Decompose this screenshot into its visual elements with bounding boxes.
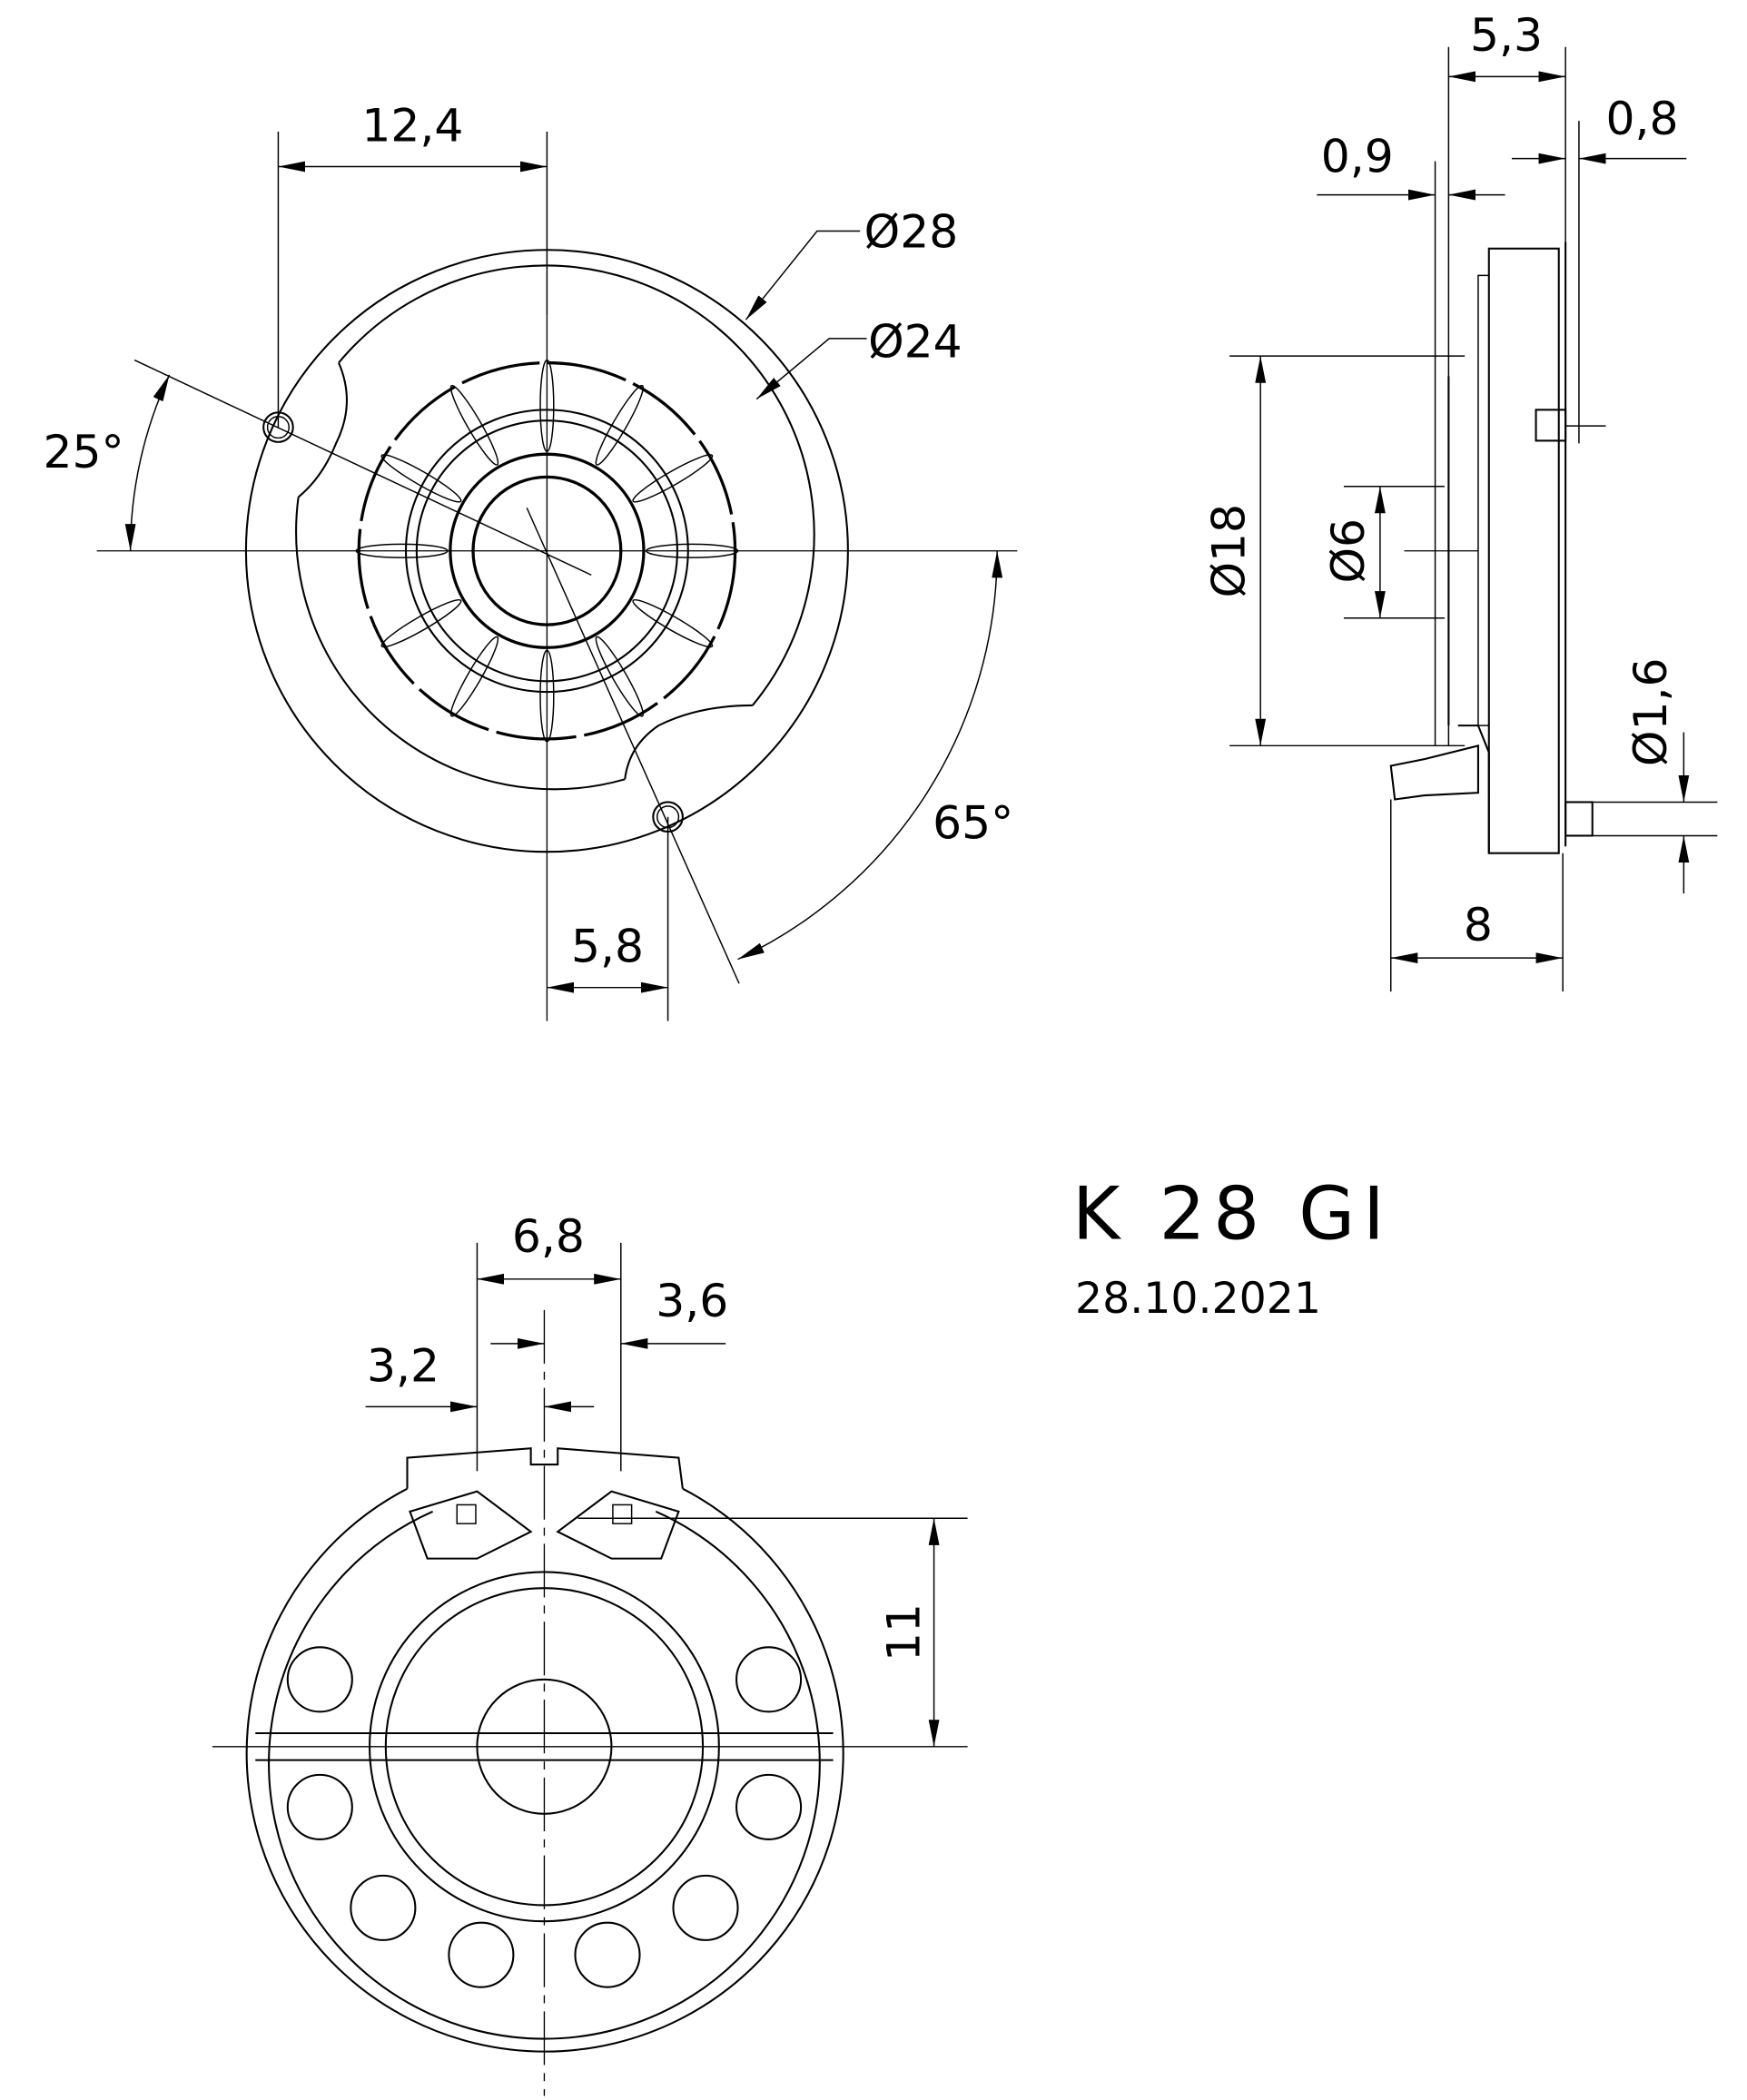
dim-dia18: Ø18	[1201, 504, 1255, 598]
dim-terminal-span: 6,8	[512, 1209, 585, 1263]
dim-height: 11	[876, 1603, 930, 1661]
cone-rib	[539, 359, 555, 452]
dim-total-depth: 8	[1464, 898, 1493, 951]
dim-hole-offset: 12,4	[361, 98, 463, 152]
magnet-pockets	[286, 1646, 803, 1988]
inner-rim-dia24	[295, 264, 815, 791]
dim-left-offset: 3,2	[367, 1338, 439, 1392]
cone-rib	[355, 543, 449, 558]
magnet-pocket	[735, 1773, 803, 1840]
magnet-pocket	[448, 1921, 515, 1988]
cone-rib	[380, 598, 462, 648]
side-view: 5,3 0,9 0,8 Ø18 Ø6 Ø1,6 8	[1201, 8, 1718, 992]
magnet-pocket	[672, 1874, 739, 1941]
dim-right-offset: 3,6	[656, 1274, 728, 1327]
part-number: K 28 GI	[1072, 1171, 1393, 1256]
dim-dia6: Ø6	[1321, 518, 1375, 584]
dim-outer-dia: Ø28	[864, 204, 959, 258]
dim-inner-dia: Ø24	[868, 315, 962, 369]
cone-rib	[632, 598, 714, 648]
dim-depth: 5,3	[1470, 8, 1543, 62]
cone-rib	[380, 454, 462, 503]
dim-hole2-offset: 5,8	[571, 920, 644, 973]
dim-back-thickness: 0,8	[1605, 92, 1678, 145]
cone-rib	[449, 384, 499, 466]
magnet-pocket	[735, 1646, 803, 1713]
dim-front-thickness: 0,9	[1321, 129, 1394, 182]
magnet-pocket	[350, 1874, 417, 1941]
cone-rib	[595, 384, 645, 466]
cone-rib	[449, 636, 499, 717]
cone-rib	[539, 649, 555, 743]
angle-lower: 65°	[933, 795, 1013, 849]
dim-pin-dia: Ø1,6	[1624, 658, 1677, 767]
front-view: 12,4 Ø28 Ø24 25° 65° 5,8	[43, 98, 1018, 1021]
rear-view: 6,8 3,6 3,2 11	[212, 1209, 968, 2096]
magnet-pocket	[574, 1921, 641, 1988]
cone-rib	[595, 636, 645, 717]
drawing-date: 28.10.2021	[1075, 1274, 1321, 1324]
magnet-pocket	[286, 1646, 353, 1713]
pin	[1564, 801, 1594, 837]
angle-upper: 25°	[43, 425, 123, 478]
cone-rib	[632, 454, 714, 503]
magnet-pocket	[286, 1773, 353, 1840]
